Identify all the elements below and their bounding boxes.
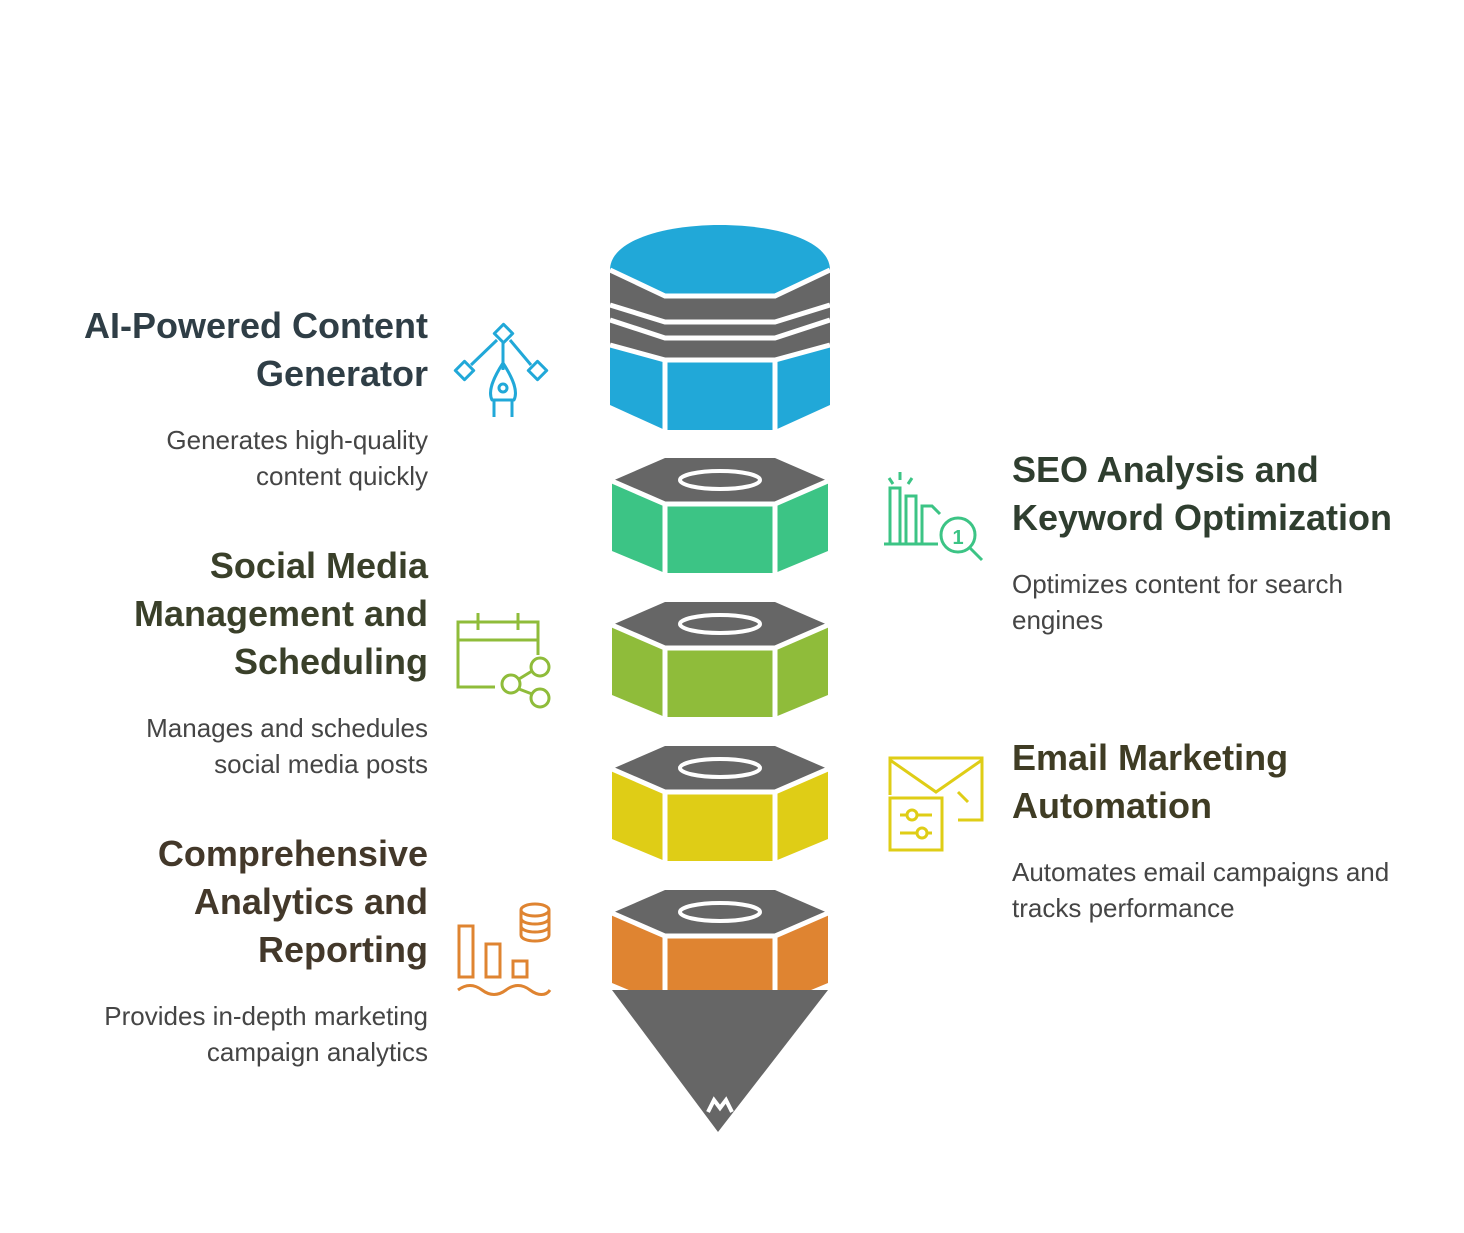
item-email: Email Marketing Automation Automates ema… [1012,734,1412,926]
cap-dome [610,225,830,296]
pen-tool-icon [453,322,549,417]
nut-hole [678,469,762,491]
segment-nut [611,602,829,717]
item-ai-content: AI-Powered Content Generator Generates h… [8,302,428,494]
nut-hole [678,757,762,779]
analytics-database-icon [457,902,552,996]
segment-nut [611,890,829,1005]
item-social-media: Social Media Management and Scheduling M… [8,542,428,782]
calendar-share-icon [456,613,551,709]
tip-cone [612,990,828,1132]
segment-nut [611,746,829,861]
item-title: Email Marketing Automation [1012,737,1289,826]
item-description: Provides in-depth marketing campaign ana… [104,1001,428,1067]
item-seo: SEO Analysis and Keyword Optimization Op… [1012,446,1442,638]
nut-hole [678,901,762,923]
item-title: AI-Powered Content Generator [83,305,428,394]
segment-cap [608,225,832,430]
item-description: Automates email campaigns and tracks per… [1012,857,1390,923]
svg-text:1: 1 [952,527,963,549]
segment-nut [611,458,829,573]
email-settings-icon [888,756,984,852]
item-description: Manages and schedules social media posts [146,713,428,779]
nut-hole [678,613,762,635]
bar-chart-search-icon: 1 [884,472,984,562]
item-title: Comprehensive Analytics and Reporting [157,833,428,970]
pencil-tip [612,990,828,1132]
item-analytics: Comprehensive Analytics and Reporting Pr… [8,830,428,1070]
item-description: Generates high-quality content quickly [166,425,428,491]
item-title: Social Media Management and Scheduling [133,545,428,682]
item-description: Optimizes content for search engines [1012,569,1343,635]
item-title: SEO Analysis and Keyword Optimization [1012,449,1393,538]
